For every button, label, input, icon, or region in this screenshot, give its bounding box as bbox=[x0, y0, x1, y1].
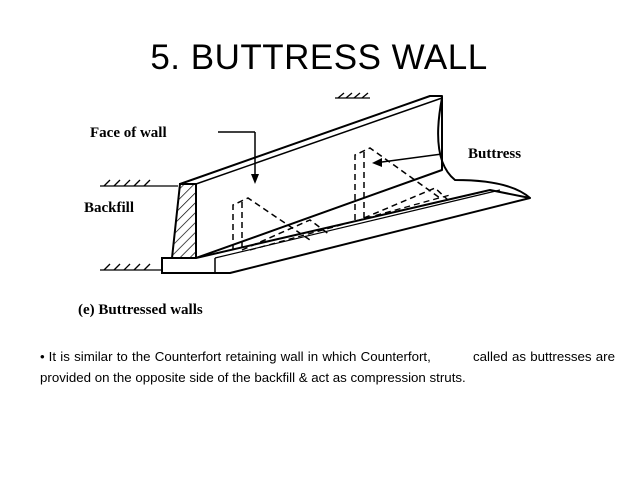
bullet-symbol: • bbox=[40, 349, 45, 364]
label-buttress: Buttress bbox=[468, 146, 521, 162]
buttressed-wall-diagram: Face of wall Buttress Backfill (e) Buttr… bbox=[70, 90, 570, 325]
ground-hatch-backfill bbox=[100, 179, 178, 187]
slide-title: 5. BUTTRESS WALL bbox=[150, 38, 488, 77]
base-slab bbox=[161, 189, 531, 274]
buttress-front bbox=[232, 197, 331, 251]
buttress-rear bbox=[354, 147, 449, 220]
face-of-wall-arrowhead bbox=[251, 174, 259, 184]
ground-hatch-base bbox=[100, 263, 162, 271]
figure-caption: (e) Buttressed walls bbox=[78, 302, 203, 318]
label-face-of-wall: Face of wall bbox=[90, 125, 167, 141]
buttress-arrowhead bbox=[372, 158, 382, 167]
bullet-text: It is similar to the Counterfort retaini… bbox=[40, 349, 615, 385]
bullet-paragraph: •It is similar to the Counterfort retain… bbox=[40, 346, 615, 388]
wall-end-curve bbox=[437, 97, 531, 199]
ground-hatch-top bbox=[335, 92, 370, 99]
buttress-leader bbox=[381, 153, 443, 163]
label-backfill: Backfill bbox=[84, 200, 134, 216]
